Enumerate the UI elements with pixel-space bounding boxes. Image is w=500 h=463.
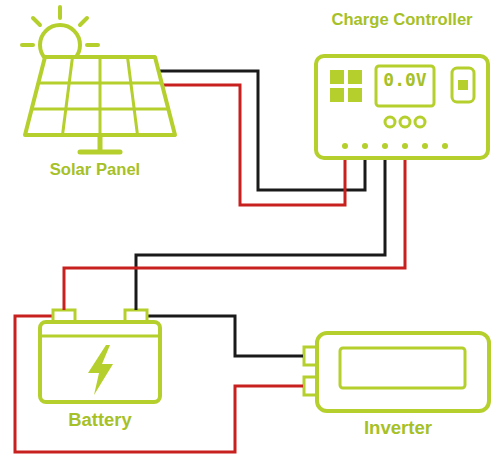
display-reading: 0.0V [378,69,432,91]
positive-wire [185,85,345,205]
negative-wire [165,316,303,356]
node-label: Solar Panel [5,160,185,180]
negative-wire [185,71,365,190]
positive-wire [15,316,303,452]
charge-controller-symbol [316,56,488,158]
node-label: Battery [35,409,165,431]
battery-node: Battery [35,310,165,450]
solar-panel-symbol [25,57,185,152]
node-label: Inverter [303,417,493,439]
negative-wire [136,160,385,310]
charge-controller-node: Charge Controller 0.0V [312,8,492,160]
inverter-symbol [304,333,489,411]
battery-symbol [35,310,165,402]
node-label: Charge Controller [312,10,492,30]
inverter-node: Inverter [303,330,493,448]
positive-wire [64,160,405,310]
solar-panel-node: Solar Panel [5,5,185,185]
